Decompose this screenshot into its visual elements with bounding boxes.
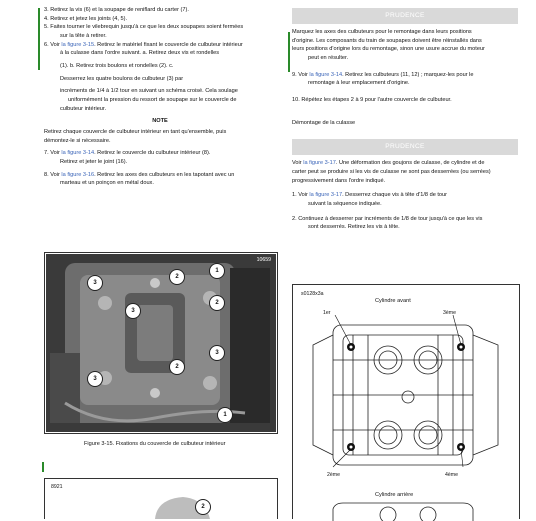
second-label: 2ème	[327, 472, 340, 478]
callout-3: 3	[87, 275, 103, 291]
note-line-1: Retirez chaque couvercle de culbuteur in…	[44, 128, 227, 135]
step-9: 9. Voir la figure 3-14. Retirez les culb…	[292, 71, 474, 78]
callout-1: 1	[209, 263, 225, 279]
step-8: 8. Voir la figure 3-16. Retirez les axes…	[44, 171, 235, 178]
step-3: 3. Retirez la vis (6) et la soupape de r…	[44, 7, 189, 13]
cylinder-photo	[155, 497, 210, 519]
step-r2: 2. Continuez à desserrer par incréments …	[292, 215, 483, 222]
step-6-d: Desserrez les quatre boulons de culbuteu…	[60, 75, 184, 82]
third-label: 3ème	[443, 310, 456, 316]
left-column: 3. Retirez la vis (6) et la soupape de r…	[44, 6, 276, 188]
caution-line-1: Marquez les axes des culbuteurs pour le …	[292, 29, 472, 35]
caution-banner-2: PRUDENCE	[292, 139, 518, 156]
figure-link-3-15[interactable]: la figure 3-15	[61, 41, 95, 48]
rear-cylinder-drawing	[332, 502, 474, 521]
figure-link-3-17[interactable]: la figure 3-17	[303, 160, 336, 167]
revision-bar	[42, 462, 44, 472]
figure-link-3-14[interactable]: la figure 3-14	[309, 71, 343, 78]
step-6-e: incréments de 1/4 à 1/2 tour en suivant …	[60, 88, 238, 95]
step-r2-b: sont desserrés. Retirez les vis à tête.	[308, 224, 400, 231]
right-column: PRUDENCE Marquez les axes des culbuteurs…	[292, 6, 518, 232]
figure-3-15-caption: Figure 3-15. Fixations du couvercle de c…	[84, 441, 226, 447]
rear-cylinder-label: Cylindre arrière	[375, 492, 414, 498]
figure-3-15: 10659 1 2 3 2 3 3 2 3 1	[44, 252, 278, 434]
step-6: 6. Voir la figure 3-15. Retirez le matér…	[44, 41, 243, 48]
callout-2: 2	[209, 295, 225, 311]
step-8-b: marteau et un poinçon en métal doux.	[60, 180, 154, 187]
note-heading: NOTE	[152, 118, 168, 125]
caution2-line-1: Voir la figure 3-17. Une déformation des…	[292, 160, 485, 167]
step-6-g: culbuteur intérieur.	[60, 105, 107, 112]
callout-2: 2	[169, 359, 185, 375]
step-5: 5. Faites tourner le vilebrequin jusqu'à…	[44, 24, 244, 31]
step-10: 10. Répétez les étapes 2 à 9 pour l'autr…	[292, 96, 452, 103]
front-cylinder-label: Cylindre avant	[375, 298, 411, 304]
step-7: 7. Voir la figure 3-14. Retirez le couve…	[44, 150, 211, 157]
figure-id: s0128x3a	[301, 291, 324, 297]
figure-id: 8921	[51, 484, 63, 490]
callout-1: 1	[217, 407, 233, 423]
step-r1-b: suivant la séquence indiquée.	[308, 200, 382, 207]
callout-3: 3	[87, 371, 103, 387]
caution-line-4: peut en résulter.	[308, 54, 349, 61]
figure-link-3-14[interactable]: la figure 3-14	[61, 150, 95, 157]
figure-link-3-17[interactable]: la figure 3-17	[309, 192, 343, 199]
figure-partial: 8921 2	[44, 478, 278, 519]
caution-line-3: leurs positions d'origine lors du remont…	[292, 46, 485, 53]
step-6-c: (1). b. Retirez trois boulons et rondell…	[60, 62, 174, 69]
step-7-b: Retirez et jeter le joint (16).	[60, 158, 128, 165]
caution-banner: PRUDENCE	[292, 8, 518, 24]
first-label: 1er	[323, 310, 331, 316]
callout-3: 3	[209, 345, 225, 361]
revision-bar	[38, 8, 40, 70]
figure-3-17: s0128x3a Cylindre avant 1er 3ème	[292, 284, 520, 521]
step-9-b: remontage à leur emplacement d'origine.	[308, 80, 410, 87]
rocker-cover-photo	[46, 254, 276, 432]
fourth-label: 4ème	[445, 472, 458, 478]
note-line-2: démontez-le si nécessaire.	[44, 137, 111, 144]
figure-id: 10659	[256, 257, 271, 263]
caution-line-2: d'origine. Les composants du train de so…	[292, 37, 482, 44]
callout-2: 2	[169, 269, 185, 285]
section-heading: Démontage de la culasse	[292, 119, 356, 126]
cylinder-head-drawing	[312, 315, 499, 468]
callout-2: 2	[195, 499, 211, 515]
revision-bar	[288, 32, 290, 72]
callout-3: 3	[125, 303, 141, 319]
step-6-b: à la culasse dans l'ordre suivant. a. Re…	[60, 50, 220, 57]
figure-link-3-16[interactable]: la figure 3-16	[61, 171, 95, 178]
step-5-cont: sur la tête à retirer.	[60, 32, 107, 39]
caution2-line-2: carter peut se produire si les vis de cu…	[292, 168, 491, 175]
caution2-line-3: progressivement dans l'ordre indiqué.	[292, 177, 386, 184]
step-4: 4. Retirez et jetez les joints (4, 5).	[44, 15, 128, 22]
step-r1: 1. Voir la figure 3-17. Desserrez chaque…	[292, 192, 447, 199]
step-6-f: uniformément la pression du ressort de s…	[68, 96, 237, 103]
